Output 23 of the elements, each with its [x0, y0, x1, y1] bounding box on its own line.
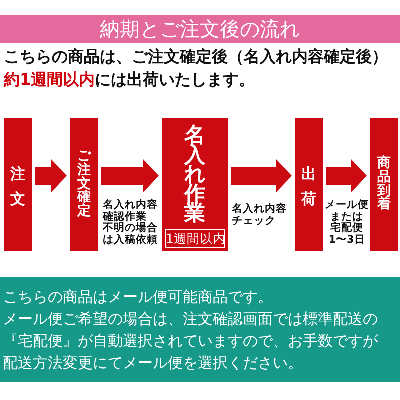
step-label: 注文 — [10, 164, 26, 210]
step-label: 名入れ作業 — [184, 126, 206, 224]
duration-tag: 1週間以内 — [165, 229, 225, 248]
step-label: 出荷 — [302, 164, 316, 210]
step-box — [162, 118, 228, 251]
arrow — [326, 159, 367, 193]
arrow — [35, 159, 67, 193]
notice-text: メール便ご希望の場合は、注文確認画面では標準配送の『宅配便』が自動選択されていますので、お手数ですが配送方法変更にてメール便を選択ください。 — [3, 309, 379, 374]
step-box — [295, 118, 323, 251]
edge-label: メール便または宅配便1〜3日 — [324, 200, 370, 246]
step-box — [70, 118, 98, 251]
arrow — [231, 159, 292, 193]
step-label: ご注文確定 — [77, 150, 91, 219]
step-label: 商品到着 — [377, 157, 391, 212]
title-text: 納期とご注文後の流れ — [100, 17, 300, 41]
step-box — [4, 118, 32, 251]
intro-text: こちらの商品は、ご注文確定後（名入れ内容確定後）約1週間以内には出荷いたします。 — [4, 46, 389, 91]
edge-label: 名入れ内容チェック — [232, 204, 288, 228]
step-box — [370, 118, 398, 251]
arrow — [101, 159, 159, 193]
edge-label: 名入れ内容確認作業不明の場合は入稿依頼 — [103, 200, 159, 246]
notice-text: こちらの商品はメール便可能商品です。 — [3, 287, 274, 308]
notice-panel — [0, 277, 400, 382]
